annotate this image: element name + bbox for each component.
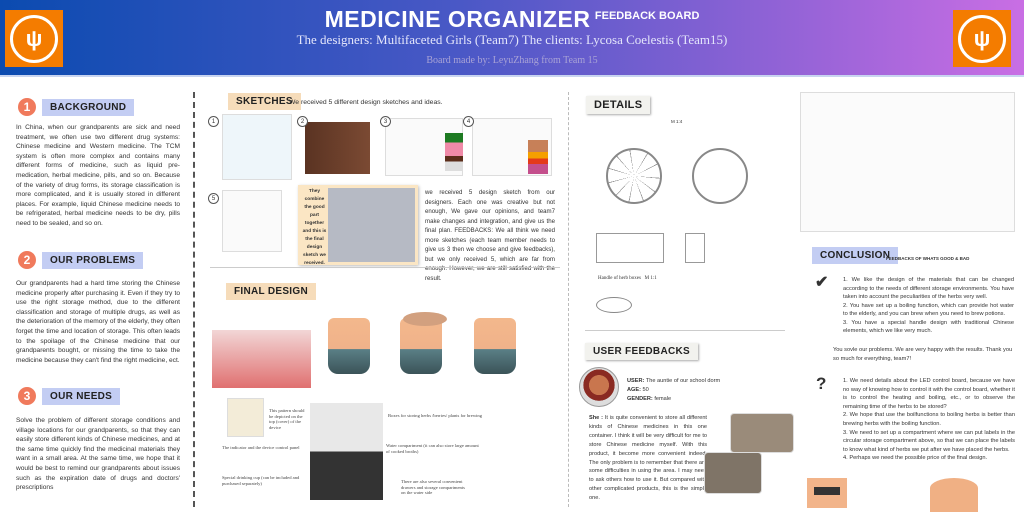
- sketch-number: 4: [463, 116, 474, 127]
- handle-drawing: [596, 297, 632, 313]
- section-title: BACKGROUND: [42, 98, 135, 116]
- sketch-5-image: [222, 190, 282, 252]
- number-badge: 1: [18, 98, 36, 116]
- details-title: DETAILS: [586, 96, 651, 114]
- user-photo-2: [704, 452, 762, 494]
- sketch-number: 3: [380, 116, 391, 127]
- header-banner: ψ ψ MEDICINE ORGANIZER FEEDBACK BOARD Th…: [0, 0, 1024, 77]
- caption-water: Water compartment (it can also store lar…: [386, 443, 479, 454]
- university-logo-right: ψ: [953, 10, 1011, 67]
- column-divider: [568, 92, 569, 507]
- sketch-1-image: [222, 114, 292, 180]
- section-title: OUR PROBLEMS: [42, 251, 144, 269]
- title-suffix: FEEDBACK BOARD: [594, 10, 700, 22]
- details-side-drawing: [596, 233, 664, 263]
- user-row: USER: The auntie of our school dorm: [627, 377, 720, 386]
- good-feedback-list: 1. We like the design of the materials t…: [843, 276, 1014, 336]
- bad-item: 3. We need to set up a compartment where…: [843, 429, 1015, 453]
- age-label: AGE:: [627, 387, 641, 393]
- user-photo-1: [730, 413, 794, 453]
- good-item: 2. You have set up a boiling function, w…: [843, 302, 1014, 318]
- final-sketch-note: They combine the good part together and …: [302, 189, 327, 266]
- details-plan-drawing-2: [692, 148, 748, 204]
- bad-item: 1. We need details about the LED control…: [843, 378, 1015, 410]
- subtitle: The designers: Multifaceted Girls (Team7…: [296, 32, 728, 47]
- thanks-text: You sovle our problems. We are very happ…: [833, 347, 1013, 362]
- details-scale: M 1:4: [671, 119, 683, 124]
- caption-cup: Special drinking cup (can be included an…: [222, 475, 300, 486]
- sketches-intro: We received 5 different design sketches …: [289, 99, 443, 106]
- sketch-number: 2: [297, 116, 308, 127]
- caption-indicator: The indicator and the device control pan…: [222, 445, 300, 450]
- render-open-image: [400, 318, 442, 374]
- control-panel-closeup: [807, 478, 847, 508]
- handle-label: Handle of herb boxes M 1:1: [598, 276, 657, 281]
- good-item: 1. We like the design of the materials t…: [843, 277, 1014, 300]
- bad-feedback-list: 1. We need details about the LED control…: [843, 377, 1015, 463]
- age-value: 50: [642, 387, 649, 393]
- device-closeup: [930, 478, 978, 512]
- sketches-text: we received 5 design sketch from our des…: [425, 189, 555, 282]
- user-value: The auntie of our school dorm: [645, 378, 721, 384]
- user-label: USER:: [627, 378, 645, 384]
- conclusion-subtitle: FEEDBACKS OF WHATS GOOD & BAD: [886, 256, 970, 261]
- sketches-title: SKETCHES: [228, 93, 301, 110]
- bad-item: 4. Perhaps we need the possible price of…: [843, 455, 988, 462]
- handle-label-text: Handle of herb boxes: [598, 276, 641, 281]
- render-room-image: [212, 330, 311, 388]
- question-mark-icon: ?: [816, 374, 827, 393]
- problems-heading: 2 OUR PROBLEMS: [18, 251, 144, 269]
- sketch-4-swatches: [528, 140, 548, 174]
- final-sketch-image: [328, 188, 415, 262]
- details-section-drawing: [685, 233, 705, 263]
- section-title: OUR NEEDS: [42, 387, 121, 405]
- render-front-image: [328, 318, 370, 374]
- background-heading: 1 BACKGROUND: [18, 98, 135, 116]
- handle-scale: M 1:1: [644, 276, 657, 281]
- details-elevation-drawings: [800, 92, 1015, 232]
- needs-text: Solve the problem of different storage c…: [16, 417, 180, 492]
- user-quote: She : It is quite convenient to store al…: [589, 414, 707, 503]
- gender-label: GENDER:: [627, 396, 653, 402]
- quote-text: It is quite convenient to store all diff…: [589, 415, 707, 502]
- render-lid: [403, 312, 447, 326]
- final-sketch-card: They combine the good part together and …: [298, 185, 418, 266]
- bad-item: 2. We hope that use the boilfunctions to…: [843, 412, 1015, 427]
- needs-heading: 3 OUR NEEDS: [18, 387, 121, 405]
- university-logo-left: ψ: [5, 10, 63, 67]
- details-plan-drawing-1: [606, 148, 662, 204]
- problems-text: Our grandparents had a hard time storing…: [16, 280, 180, 364]
- gender-value: female: [654, 396, 672, 402]
- column-divider: [193, 92, 195, 507]
- sketch-number: 1: [208, 116, 219, 127]
- user-avatar: [579, 367, 619, 407]
- sketch-3-swatches: [445, 133, 463, 171]
- number-badge: 3: [18, 387, 36, 405]
- number-badge: 2: [18, 251, 36, 269]
- good-item: 3. You have a special handle design with…: [843, 319, 1014, 335]
- gender-row: GENDER: female: [627, 395, 720, 404]
- sketch-2-image: [305, 122, 370, 174]
- user-info: USER: The auntie of our school dorm AGE:…: [627, 377, 720, 404]
- user-feedbacks-title: USER FEEDBACKS: [585, 343, 698, 360]
- sketch-number: 5: [208, 193, 219, 204]
- title-main: MEDICINE ORGANIZER: [324, 6, 591, 32]
- caption-pattern: This pattern should be depicted on the t…: [269, 408, 305, 430]
- made-by: Board made by: LeyuZhang from Team 15: [426, 55, 598, 66]
- cover-pattern-image: [227, 398, 264, 437]
- age-row: AGE: 50: [627, 386, 720, 395]
- render-back-image: [474, 318, 516, 374]
- caption-boxes: Boxes for storing herbs /berries/ plants…: [388, 413, 483, 418]
- background-text: In China, when our grandparents are sick…: [16, 124, 180, 227]
- final-design-title: FINAL DESIGN: [226, 283, 316, 300]
- quote-label: She :: [589, 415, 603, 421]
- caption-drawers: There are also several convenient drawer…: [401, 479, 465, 495]
- render-annotated-image: [310, 403, 383, 500]
- section-divider: [210, 267, 560, 268]
- check-circle-icon: ✔: [815, 274, 829, 291]
- conclusion-title: CONCLUSION: [812, 247, 899, 264]
- page-title: MEDICINE ORGANIZER FEEDBACK BOARD: [0, 6, 1024, 33]
- section-divider: [585, 330, 785, 331]
